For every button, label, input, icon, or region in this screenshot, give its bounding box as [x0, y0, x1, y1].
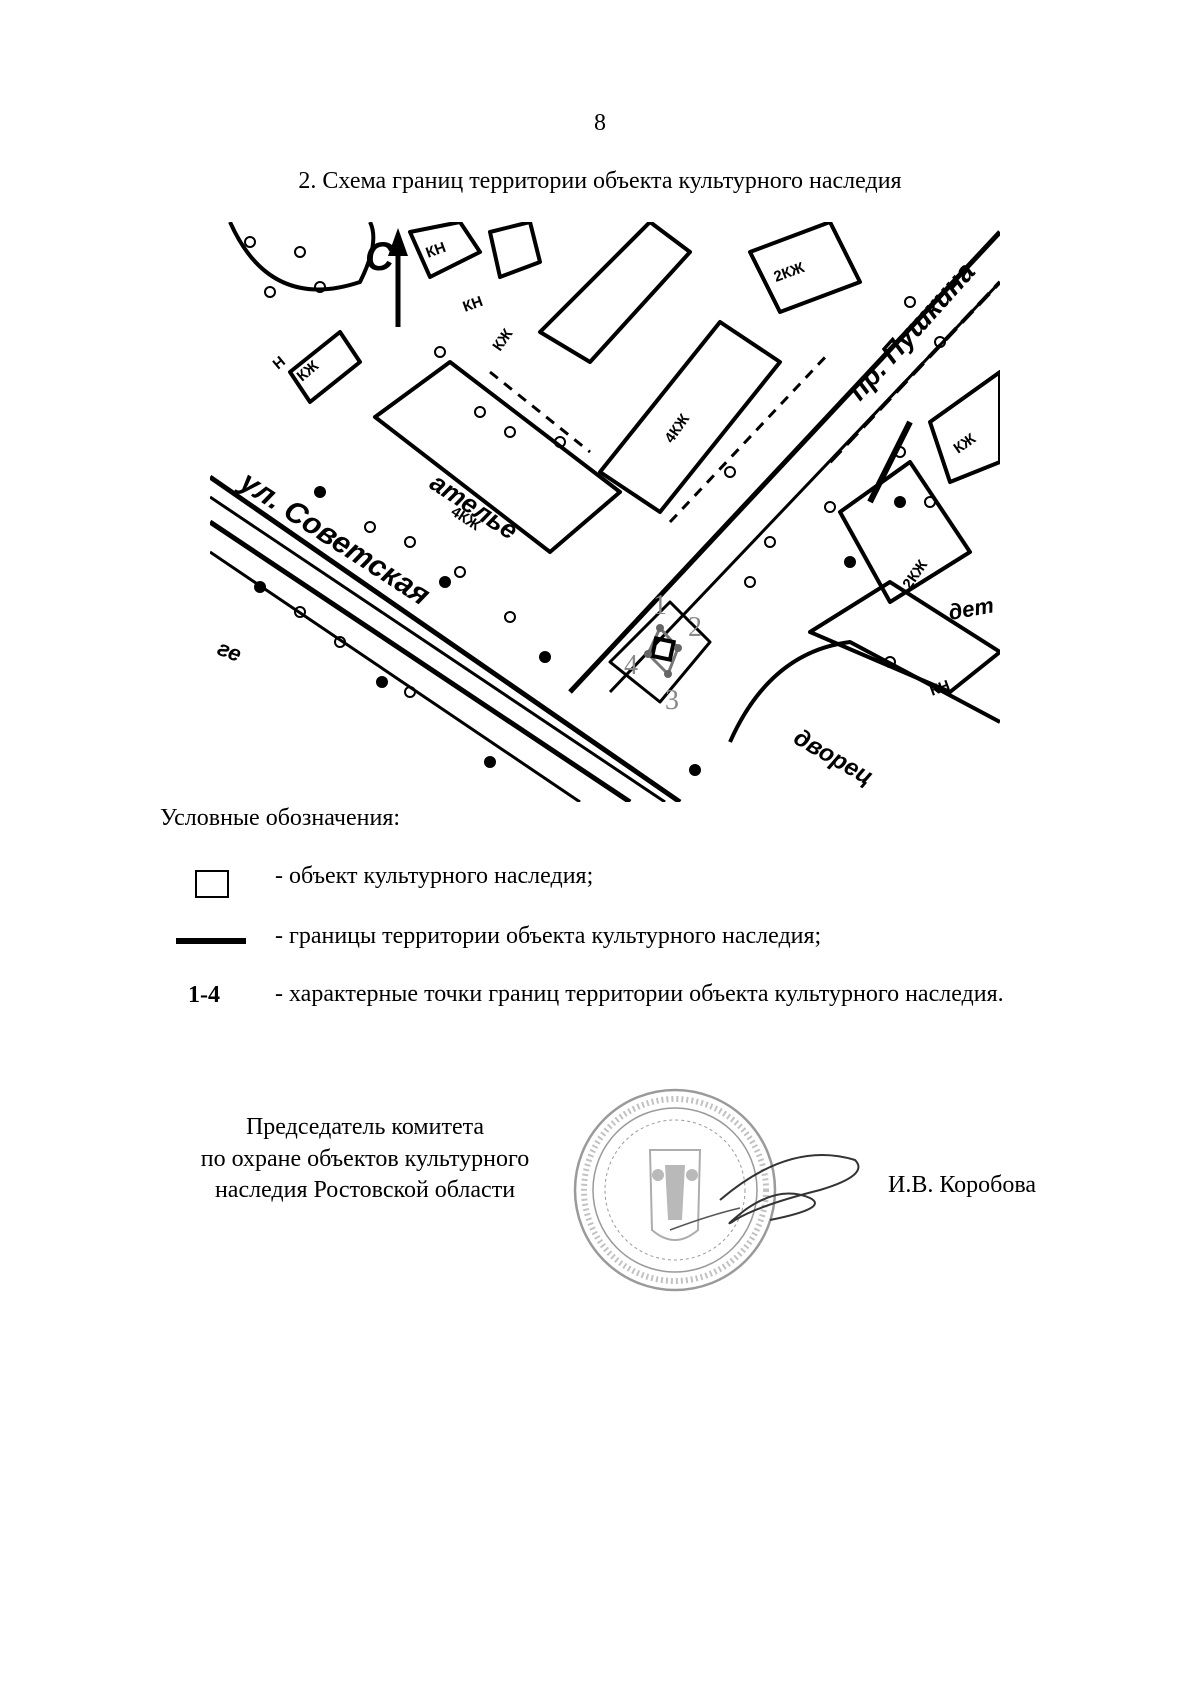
legend-row-object: - объект культурного наследия; — [160, 860, 1040, 910]
heritage-square — [649, 635, 677, 663]
map-label-det: дет — [947, 592, 996, 625]
street-edge-upper — [210, 474, 682, 802]
signer-title-line: по охране объектов культурного — [200, 1145, 530, 1172]
building-2kzh-1 — [748, 222, 862, 314]
signer-title-line: наследия Ростовской области — [214, 1177, 516, 1204]
legend-row-points: 1-4 - характерные точки границ территори… — [160, 978, 1040, 1058]
legend-symbol: 1-4 — [160, 978, 270, 1018]
street-label-pushkina: пр. Пушкина — [841, 256, 981, 406]
map-lines — [210, 222, 1000, 802]
pushkina-edge-right — [608, 280, 1000, 694]
line-symbol-icon — [176, 938, 246, 944]
legend-symbol — [160, 860, 270, 900]
legend-row-boundary: - границы территории объекта культурного… — [160, 920, 1040, 970]
building-kn-2 — [488, 222, 542, 279]
signer-title-line: Председатель комитета — [245, 1114, 485, 1140]
legend-title: Условные обозначения: — [160, 805, 401, 831]
legend-symbol — [160, 920, 270, 960]
plaza-curve — [228, 222, 376, 292]
map-label-ge: ге — [214, 635, 245, 667]
boundary-map: С ул. Советская пр. Пушкина ателье 4КЖ д… — [210, 222, 1000, 802]
dashed-line-2 — [668, 350, 832, 524]
map-drawing: С ул. Советская пр. Пушкина ателье 4КЖ д… — [210, 222, 1000, 802]
boundary-point-4: 4 — [624, 650, 638, 681]
square-symbol-icon — [195, 870, 229, 898]
building-tag: КН — [461, 293, 486, 316]
building-tag: 4КЖ — [661, 411, 693, 447]
boundary-point-3: 3 — [665, 685, 679, 716]
legend-text: - характерные точки границ территории об… — [275, 981, 1004, 1007]
seal-and-signature-icon — [573, 1088, 860, 1292]
object-plot — [608, 600, 712, 704]
range-symbol: 1-4 — [188, 982, 220, 1008]
map-label-dvorets: дворец — [789, 724, 878, 791]
pushkina-median — [828, 280, 1000, 464]
building-atelier — [373, 360, 622, 554]
building-tag: КЖ — [951, 430, 980, 457]
signer-title: Председатель комитета по охране объектов… — [170, 1112, 560, 1207]
building-kn-3 — [538, 222, 692, 364]
tree-symbols — [244, 236, 946, 698]
legend-text: - объект культурного наследия; — [275, 863, 594, 889]
dashed-line-1 — [489, 370, 591, 454]
street-rail-1 — [210, 495, 666, 802]
fence-line — [867, 420, 913, 504]
building-tag: 2КЖ — [772, 259, 807, 286]
building-tag: Н — [270, 353, 289, 373]
signer-name: И.В. Коробова — [888, 1172, 1037, 1198]
building-kzh-1 — [288, 330, 362, 404]
north-arrow: С — [365, 228, 408, 327]
legend-text: - границы территории объекта культурного… — [275, 923, 822, 949]
boundary-point-1: 1 — [653, 590, 667, 621]
boundary-point-2: 2 — [688, 612, 702, 643]
street-sidewalk — [210, 550, 581, 802]
building-4kzh — [598, 320, 782, 514]
document-heading: 2. Схема границ территории объекта культ… — [298, 168, 902, 194]
building-tag: КН — [424, 239, 449, 262]
building-tag: 2КЖ — [899, 557, 931, 593]
page-number: 8 — [594, 110, 606, 136]
street-edge-lower — [210, 519, 632, 802]
building-2kzh-2 — [838, 460, 972, 604]
heritage-object: 1 2 3 4 — [624, 590, 702, 716]
north-letter: С — [365, 235, 395, 279]
building-kn-1 — [408, 222, 482, 279]
dvorets-outline — [728, 640, 1000, 743]
building-tag: КЖ — [489, 326, 516, 355]
lamp-posts — [254, 486, 906, 776]
official-seal — [570, 1080, 880, 1300]
building-kzh-2 — [928, 370, 1000, 484]
building-tag: КН — [928, 677, 953, 700]
pushkina-edge-left — [568, 230, 1000, 694]
